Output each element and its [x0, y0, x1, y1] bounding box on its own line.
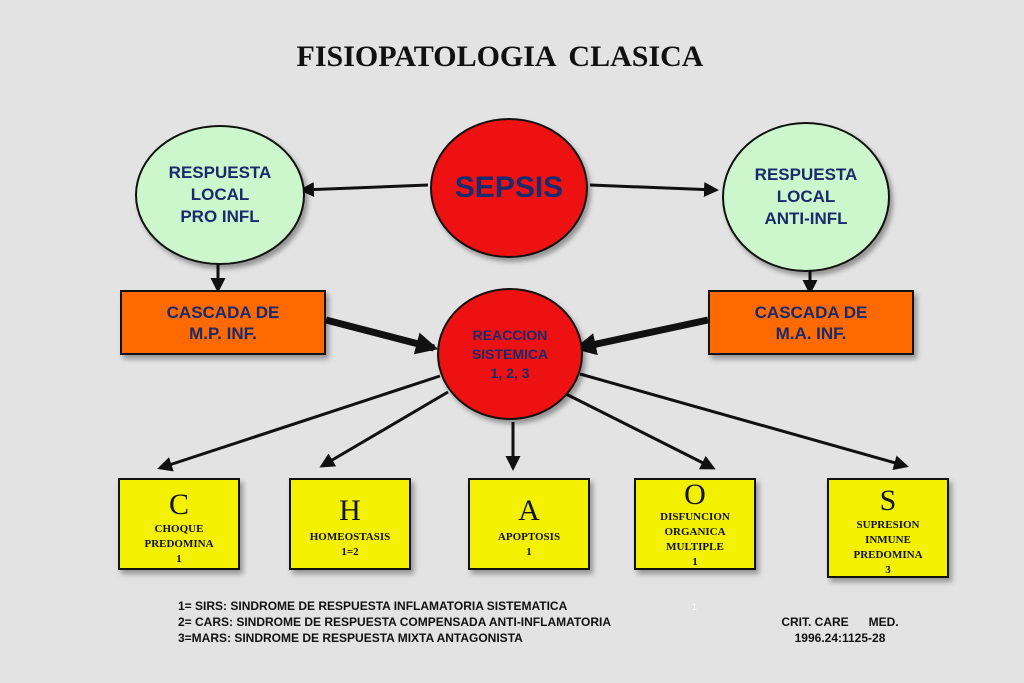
choque-line-3: 1: [176, 553, 182, 565]
apoptosis-line-1: APOPTOSIS: [497, 531, 561, 543]
reference-volume: 1996.24:1125-28: [794, 631, 886, 645]
outcome-box-disfuncion: O DISFUNCION ORGANICA MULTIPLE 1: [634, 478, 756, 570]
local-pro-line-1: RESPUESTA: [168, 163, 272, 182]
local-pro-line-2: LOCAL: [190, 185, 250, 204]
reference-journal: CRIT. CARE MED.: [781, 615, 899, 629]
mp-inflammatory-cascade-box: CASCADA DE M.P. INF.: [120, 290, 326, 355]
reaccion-line-3: 1, 2, 3: [490, 364, 530, 381]
systemic-reaction-circle: REACCION SISTEMICA 1, 2, 3: [437, 288, 583, 420]
outcome-box-homeostasis: H HOMEOSTASIS 1=2: [289, 478, 411, 570]
disfuncion-line-1: DISFUNCION: [660, 511, 730, 523]
disfuncion-line-4: 1: [692, 556, 698, 568]
arrow-mp-cascade-to-reaccion: [325, 316, 439, 355]
disfuncion-line-3: MULTIPLE: [666, 541, 724, 553]
apoptosis-line-2: 1: [526, 546, 532, 558]
local-anti-line-1: RESPUESTA: [754, 165, 858, 184]
disfuncion-line-2: ORGANICA: [664, 526, 726, 538]
reference-citation: CRIT. CARE MED. 1996.24:1125-28: [780, 614, 900, 646]
supresion-line-1: SUPRESION: [856, 519, 920, 531]
reaccion-line-1: REACCION: [472, 326, 548, 343]
outcome-letter-a: A: [518, 494, 540, 527]
arrow-to-disfuncion: [565, 392, 716, 470]
page-title: FISIOPATOLOGIA CLASICA: [296, 40, 704, 73]
mp-cascade-line-2: M.P. INF.: [189, 323, 257, 343]
supresion-line-4: 3: [885, 564, 891, 576]
sepsis-circle: SEPSIS: [430, 118, 588, 258]
choque-line-1: CHOQUE: [154, 523, 204, 535]
arrow-ma-cascade-to-reaccion: [573, 316, 709, 356]
arrow-to-homeostasis: [319, 390, 449, 468]
stray-mark: 1: [692, 602, 698, 612]
choque-line-2: PREDOMINA: [144, 538, 214, 550]
reaccion-line-2: SISTEMICA: [471, 345, 549, 362]
footnote-sirs: 1= SIRS: SINDROME DE RESPUESTA INFLAMATO…: [178, 599, 568, 613]
footnote-mars: 3=MARS: SINDROME DE RESPUESTA MIXTA ANTA…: [178, 631, 523, 645]
outcome-box-supresion: S SUPRESION INMUNE PREDOMINA 3: [827, 478, 949, 578]
ma-cascade-line-2: M.A. INF.: [775, 323, 847, 343]
homeostasis-line-2: 1=2: [341, 546, 359, 558]
footnote-cars: 2= CARS: SINDROME DE RESPUESTA COMPENSAD…: [178, 615, 612, 629]
mp-cascade-line-1: CASCADA DE: [166, 302, 280, 322]
ma-cascade-line-1: CASCADA DE: [754, 302, 868, 322]
ma-inflammatory-cascade-box: CASCADA DE M.A. INF.: [708, 290, 914, 355]
outcome-letter-c: C: [168, 488, 189, 521]
sepsis-label: SEPSIS: [454, 171, 564, 204]
outcome-letter-h: H: [339, 494, 361, 527]
outcome-letter-s: S: [879, 484, 897, 517]
outcome-box-apoptosis: A APOPTOSIS 1: [468, 478, 590, 570]
arrow-sepsis-to-local-pro: [299, 182, 429, 198]
local-anti-line-2: LOCAL: [776, 187, 836, 206]
local-anti-line-3: ANTI-INFL: [764, 209, 848, 228]
supresion-line-3: PREDOMINA: [853, 549, 923, 561]
outcome-letter-o: O: [684, 478, 706, 511]
homeostasis-line-1: HOMEOSTASIS: [309, 531, 391, 543]
local-pro-line-3: PRO INFL: [180, 207, 260, 226]
outcome-box-choque: C CHOQUE PREDOMINA 1: [118, 478, 240, 570]
local-anti-inflammatory-circle: RESPUESTA LOCAL ANTI-INFL: [722, 122, 890, 272]
local-pro-inflammatory-circle: RESPUESTA LOCAL PRO INFL: [135, 125, 305, 265]
arrow-to-choque: [157, 374, 441, 472]
arrow-to-supresion: [579, 372, 909, 470]
arrow-sepsis-to-local-anti: [589, 182, 719, 198]
footnotes: 1= SIRS: SINDROME DE RESPUESTA INFLAMATO…: [178, 598, 611, 646]
supresion-line-2: INMUNE: [865, 534, 911, 546]
